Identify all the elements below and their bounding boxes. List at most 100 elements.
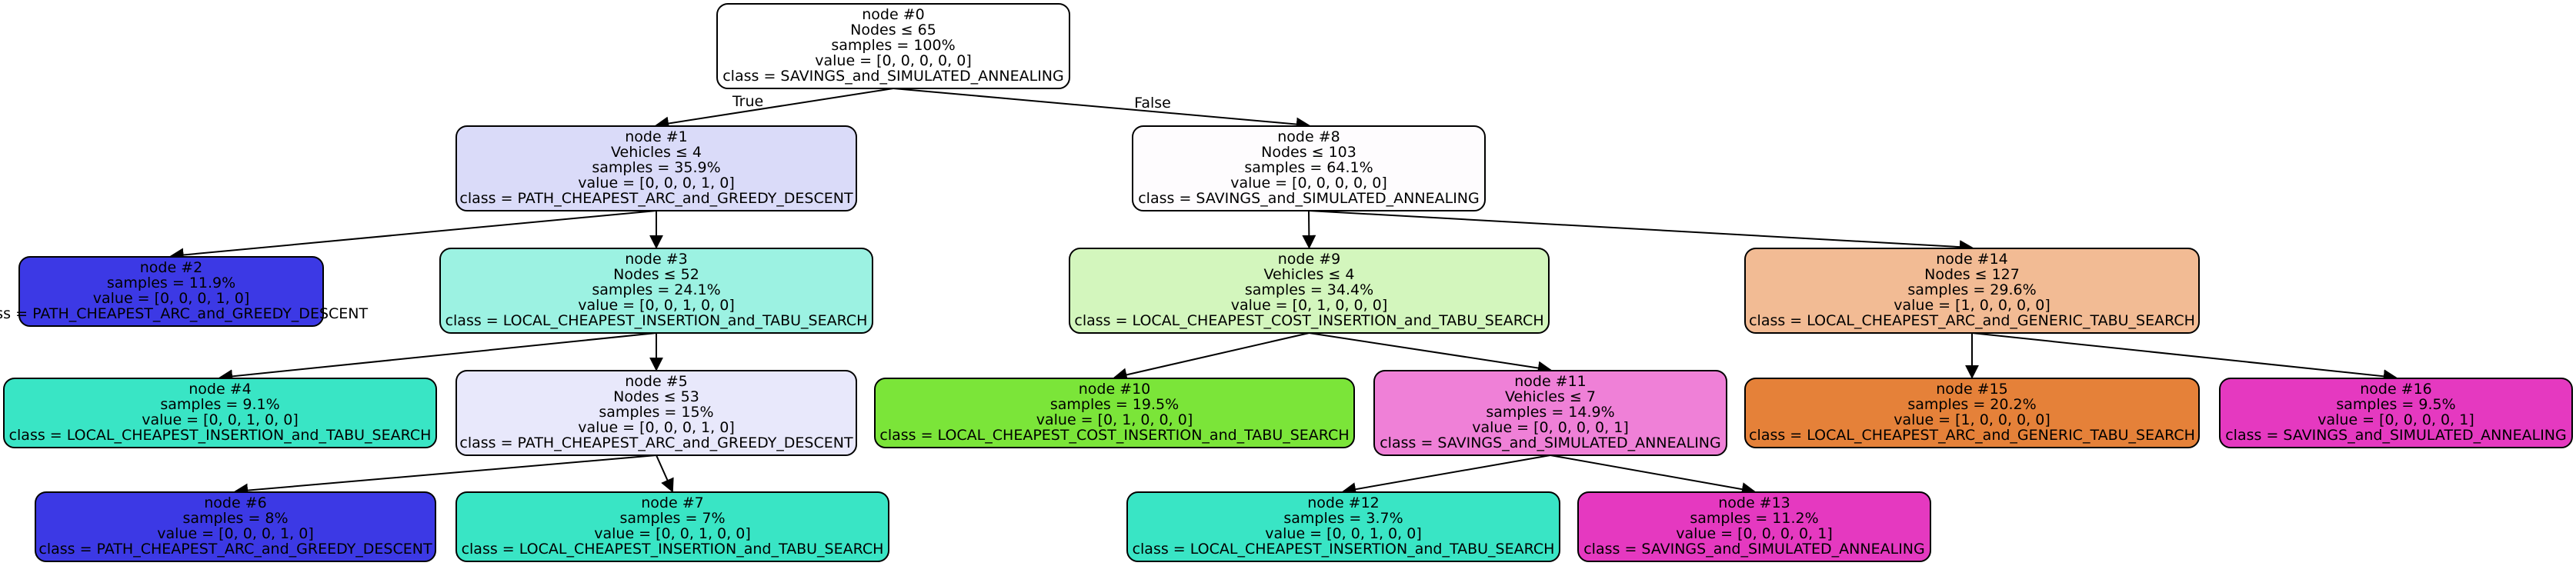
edge-0-1 <box>655 88 894 131</box>
edge-14-16 <box>1971 332 2397 384</box>
node-16-line-1: samples = 9.5% <box>2336 396 2455 413</box>
node-14-line-4: class = LOCAL_CHEAPEST_ARC_and_GENERIC_T… <box>1749 312 2195 329</box>
node-8-line-4: class = SAVINGS_and_SIMULATED_ANNEALING <box>1138 190 1480 207</box>
node-13-line-2: value = [0, 0, 0, 0, 1] <box>1676 525 1832 542</box>
node-9-line-2: samples = 34.4% <box>1245 281 1373 298</box>
node-5-line-1: Nodes ≤ 53 <box>613 388 699 405</box>
node-7-line-2: value = [0, 0, 1, 0, 0] <box>594 525 750 542</box>
node-14-line-1: Nodes ≤ 127 <box>1924 266 2020 283</box>
edge-label-0-8: False <box>1134 95 1171 112</box>
node-3-line-4: class = LOCAL_CHEAPEST_INSERTION_and_TAB… <box>445 312 868 329</box>
node-16-line-2: value = [0, 0, 0, 0, 1] <box>2317 411 2474 428</box>
node-14-line-2: samples = 29.6% <box>1907 281 2036 298</box>
node-12-line-3: class = LOCAL_CHEAPEST_INSERTION_and_TAB… <box>1133 541 1555 558</box>
node-1-line-1: Vehicles ≤ 4 <box>611 144 702 161</box>
node-7-line-0: node #7 <box>641 494 703 511</box>
node-11-line-0: node #11 <box>1514 373 1587 390</box>
node-9-line-0: node #9 <box>1278 251 1340 268</box>
node-box-11 <box>1373 370 1727 456</box>
edge-11-13 <box>1550 454 1756 497</box>
node-box-1 <box>455 125 857 211</box>
node-1-line-0: node #1 <box>625 128 687 145</box>
node-4-line-2: value = [0, 0, 1, 0, 0] <box>142 411 298 428</box>
node-14-line-3: value = [1, 0, 0, 0, 0] <box>1894 297 2050 314</box>
node-0-line-1: Nodes ≤ 65 <box>850 22 936 38</box>
node-15-line-1: samples = 20.2% <box>1907 396 2036 413</box>
node-box-2 <box>18 256 324 327</box>
node-box-7 <box>455 491 889 562</box>
node-box-12 <box>1126 491 1560 562</box>
node-3-line-3: value = [0, 0, 1, 0, 0] <box>578 297 734 314</box>
edge-8-14 <box>1308 210 1974 255</box>
node-0-line-4: class = SAVINGS_and_SIMULATED_ANNEALING <box>722 68 1064 85</box>
node-box-13 <box>1577 491 1931 562</box>
node-4-line-0: node #4 <box>189 381 251 398</box>
node-box-16 <box>2219 378 2573 448</box>
node-box-8 <box>1132 125 1486 211</box>
node-3-line-0: node #3 <box>625 251 687 268</box>
node-12-line-2: value = [0, 0, 1, 0, 0] <box>1265 525 1421 542</box>
node-3-line-1: Nodes ≤ 52 <box>613 266 699 283</box>
edges-layer: True False <box>169 88 2397 498</box>
node-13-line-0: node #13 <box>1718 494 1790 511</box>
node-4-line-1: samples = 9.1% <box>160 396 279 413</box>
node-0-line-0: node #0 <box>862 6 924 23</box>
node-box-0 <box>716 3 1070 89</box>
node-15-line-2: value = [1, 0, 0, 0, 0] <box>1894 411 2050 428</box>
node-2-line-2: value = [0, 0, 0, 1, 0] <box>93 290 249 307</box>
node-14-line-0: node #14 <box>1936 251 2008 268</box>
node-box-4 <box>3 378 437 448</box>
node-8-line-0: node #8 <box>1277 128 1340 145</box>
edge-5-7 <box>656 454 674 493</box>
node-7-line-3: class = LOCAL_CHEAPEST_INSERTION_and_TAB… <box>462 541 884 558</box>
node-6-line-3: class = PATH_CHEAPEST_ARC_and_GREEDY_DES… <box>38 541 432 558</box>
node-1-line-3: value = [0, 0, 0, 1, 0] <box>578 175 734 191</box>
node-2-line-0: node #2 <box>140 259 202 276</box>
edge-label-0-1: True <box>732 93 763 110</box>
node-0-line-3: value = [0, 0, 0, 0, 0] <box>815 52 971 69</box>
node-box-9 <box>1069 248 1550 334</box>
node-6-line-2: value = [0, 0, 0, 1, 0] <box>157 525 313 542</box>
node-box-6 <box>35 491 436 562</box>
edge-9-10 <box>1113 332 1310 382</box>
node-12-line-1: samples = 3.7% <box>1283 510 1403 527</box>
node-11-line-3: value = [0, 0, 0, 0, 1] <box>1472 419 1628 436</box>
node-15-line-0: node #15 <box>1936 381 2008 398</box>
node-15-line-3: class = LOCAL_CHEAPEST_ARC_and_GENERIC_T… <box>1749 427 2195 444</box>
node-1-line-4: class = PATH_CHEAPEST_ARC_and_GREEDY_DES… <box>459 190 853 207</box>
node-10-line-3: class = LOCAL_CHEAPEST_COST_INSERTION_an… <box>879 427 1349 444</box>
node-13-line-1: samples = 11.2% <box>1690 510 1818 527</box>
node-8-line-1: Nodes ≤ 103 <box>1261 144 1356 161</box>
node-13-line-3: class = SAVINGS_and_SIMULATED_ANNEALING <box>1583 541 1925 558</box>
node-11-line-1: Vehicles ≤ 7 <box>1505 388 1596 405</box>
edge-8-9 <box>1302 210 1316 249</box>
node-9-line-1: Vehicles ≤ 4 <box>1264 266 1355 283</box>
node-8-line-2: samples = 64.1% <box>1244 159 1373 176</box>
node-11-line-4: class = SAVINGS_and_SIMULATED_ANNEALING <box>1380 434 1721 451</box>
edge-0-8 <box>893 88 1310 132</box>
node-9-line-4: class = LOCAL_CHEAPEST_COST_INSERTION_an… <box>1074 312 1543 329</box>
edge-11-12 <box>1342 454 1551 497</box>
edge-1-2 <box>169 210 657 262</box>
edge-5-6 <box>234 454 657 498</box>
node-10-line-0: node #10 <box>1079 381 1151 398</box>
node-6-line-0: node #6 <box>204 494 266 511</box>
node-16-line-0: node #16 <box>2360 381 2432 398</box>
node-2-line-1: samples = 11.9% <box>107 275 235 291</box>
node-5-line-0: node #5 <box>625 373 687 390</box>
node-10-line-2: value = [0, 1, 0, 0, 0] <box>1036 411 1193 428</box>
